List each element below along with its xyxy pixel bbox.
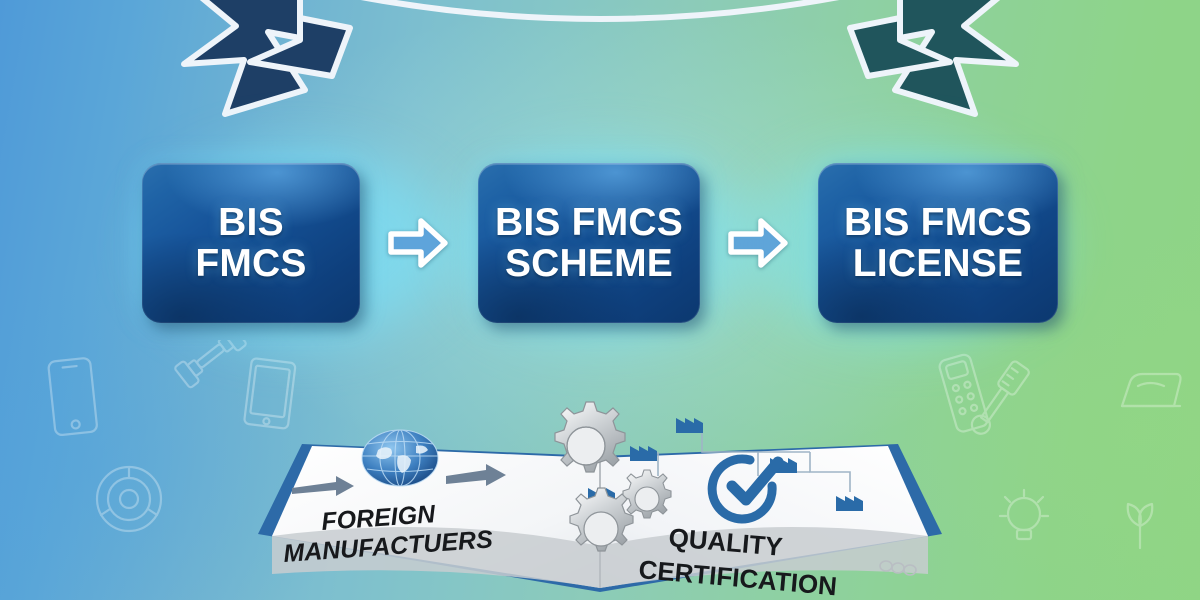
tablet-icon (243, 357, 297, 430)
light-bulb-icon (998, 488, 1050, 541)
node-bis-fmcs-label: BIS FMCS (195, 200, 307, 285)
gears-icon (554, 401, 672, 552)
dumbbell-icon (174, 340, 247, 389)
open-book-illustration: FOREIGN MANUFACTUERS (250, 396, 950, 600)
arrow-out-icon (446, 464, 506, 486)
faint-product-icons (0, 340, 1200, 600)
node-bis-fmcs-scheme-label: BIS FMCS SCHEME (495, 200, 683, 285)
arrow-2-icon (722, 211, 794, 275)
book-pages (272, 446, 928, 588)
node-bis-fmcs-license[interactable]: BIS FMCS LICENSE (818, 163, 1058, 323)
decorative-ribbon-banner (0, 0, 1200, 128)
process-flow: BIS FMCS BIS FMCS SCHEME BIS FMCS LICENS… (0, 162, 1200, 324)
plant-icon (1126, 502, 1154, 550)
thermometer-icon (970, 360, 1030, 435)
ribbon-right-tail (847, 0, 1019, 117)
arrow-in-icon (292, 476, 354, 496)
camera-lens-icon (95, 465, 163, 533)
remote-control-icon (938, 353, 989, 433)
node-bis-fmcs-license-label: BIS FMCS LICENSE (844, 200, 1032, 285)
check-circle-icon (707, 454, 784, 524)
ribbon-arc (360, 0, 840, 22)
arrow-1-icon (382, 211, 454, 275)
globe-icon (361, 429, 439, 487)
iron-icon (1120, 372, 1182, 408)
node-bis-fmcs-scheme[interactable]: BIS FMCS SCHEME (478, 163, 700, 323)
page-mark-rings (879, 560, 917, 576)
smartphone-icon (47, 357, 98, 437)
ribbon-left-tail (181, 0, 353, 117)
node-bis-fmcs[interactable]: BIS FMCS (142, 163, 360, 323)
